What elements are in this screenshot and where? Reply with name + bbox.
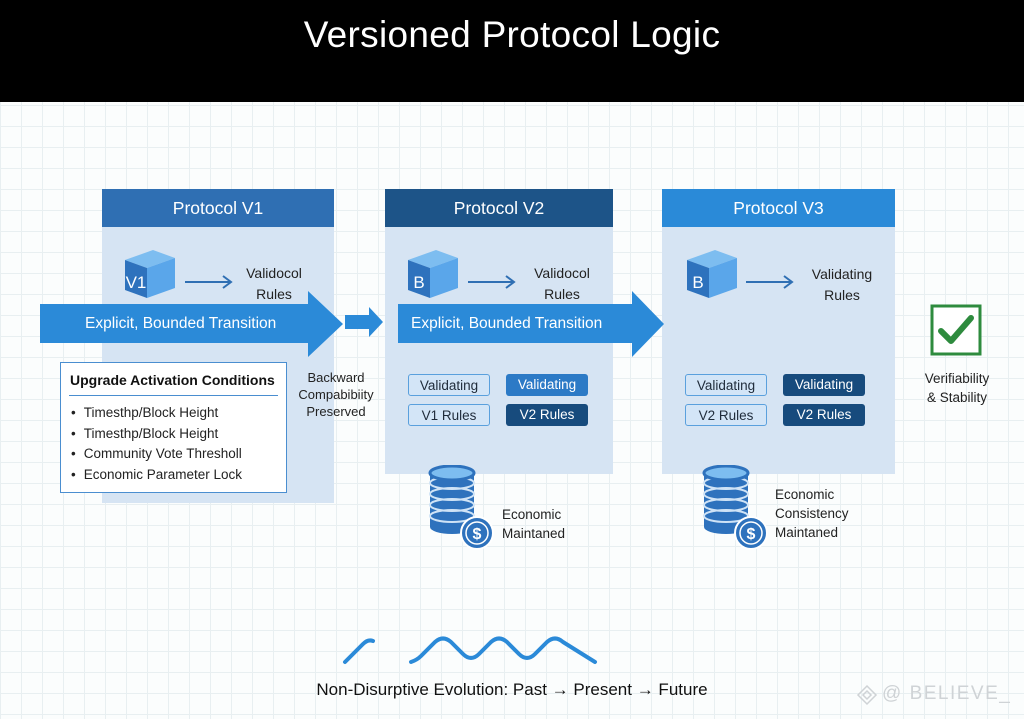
conditions-title: Upgrade Activation Conditions [70,372,275,388]
database-coin-icon: $ [428,465,494,550]
rules-line: Validocol [534,265,590,281]
text-line: Economic [502,507,562,522]
small-transition-arrow [345,307,383,337]
text-line: Maintaned [502,526,566,541]
arrow-right-icon [185,275,233,289]
transition-arrow [398,291,664,357]
condition-item: Economic Parameter Lock [71,465,242,486]
rule-pill: Validating [408,374,490,396]
text-line: & Stability [926,390,988,405]
text-line: Backward [307,370,365,385]
condition-item: Community Vote Thresholl [71,444,242,465]
rules-label: Validating Rules [787,264,897,306]
conditions-list: Timesthp/Block Height Timesthp/Block Hei… [71,403,242,485]
cube-icon: V1 [125,250,175,298]
rules-line: Rules [824,287,860,303]
rules-line: Validating [811,266,873,282]
upgrade-conditions-box: Upgrade Activation Conditions Timesthp/B… [60,362,287,493]
text-line: Economic [775,487,835,502]
page-title: Versioned Protocol Logic [303,14,721,55]
condition-item: Timesthp/Block Height [71,403,242,424]
panel-header: Protocol V2 [385,189,613,227]
title-bar: Versioned Protocol Logic [0,0,1024,102]
verifiability-label: Verifiability & Stability [910,369,1004,407]
cube-icon: B [687,250,737,298]
rules-line: Validocol [246,265,302,281]
text-line: Compabibiity [298,387,374,402]
rules-line: Rules [256,286,292,302]
svg-text:$: $ [747,526,756,543]
checkmark-icon [930,304,982,356]
rule-pill: Validating [685,374,767,396]
economic-consistency-label: Economic Consistency Maintaned [775,485,849,542]
transition-label: Explicit, Bounded Transition [85,315,277,332]
condition-item: Timesthp/Block Height [71,424,242,445]
divider [69,395,278,396]
svg-text:$: $ [473,526,482,543]
database-coin-icon: $ [702,465,768,550]
rule-pill: V2 Rules [783,404,865,426]
cube-label: B [413,273,424,292]
rule-pill: Validating [506,374,588,396]
rules-label: Validocol Rules [507,263,617,305]
panel-header: Protocol V1 [102,189,334,227]
panel-protocol-v3: Protocol V3 [662,189,895,474]
text-line: Verifiability [924,371,990,386]
rule-pill: V1 Rules [408,404,490,426]
arrow-right-icon [746,275,794,289]
transition-label: Explicit, Bounded Transition [411,315,603,332]
text-line: Preserved [306,404,366,419]
economic-label: Economic Maintaned [502,505,565,543]
text-line: Maintaned [775,525,839,540]
watermark: @ BELIEVE_ [882,683,1012,704]
cube-label: B [692,273,703,292]
text-line: Consistency [775,506,849,521]
rules-line: Rules [544,286,580,302]
panel-header: Protocol V3 [662,189,895,227]
transition-arrow [40,291,343,357]
arrow-right-icon [468,275,516,289]
wave-line [343,636,597,664]
cube-label: V1 [126,273,147,292]
cube-icon: B [408,250,458,298]
logo-icon [856,684,878,706]
rule-pill: V2 Rules [685,404,767,426]
rules-label: Validocol Rules [219,263,329,305]
rule-pill: Validating [783,374,865,396]
footer-caption: Non-Disurptive Evolution: Past → Present… [316,680,708,699]
backward-compatibility-label: Backward Compabibiity Preserved [290,369,382,420]
rule-pill: V2 Rules [506,404,588,426]
